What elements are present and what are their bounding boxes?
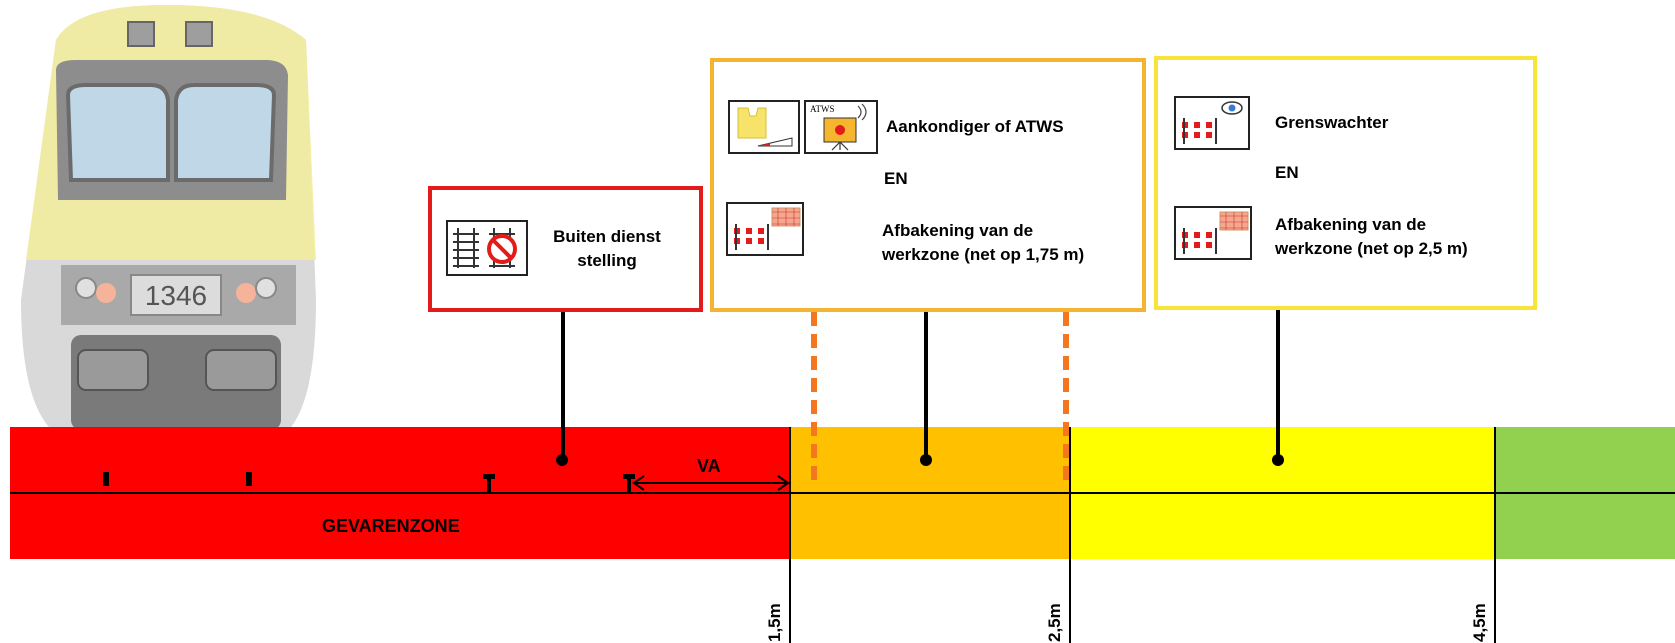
tick-2-5m: 2,5m: [1045, 603, 1064, 642]
box-yellow-label1: Grenswachter: [1275, 113, 1389, 132]
rail-marker: [487, 474, 491, 492]
boundary-line-2-5m: [1069, 427, 1071, 643]
box-buiten-dienst: Buiten dienst stelling: [428, 186, 703, 312]
box-grenswachter: Grenswachter EN Afbakening van de werkzo…: [1154, 56, 1537, 310]
zone-demarcation-icon: [1174, 206, 1252, 260]
box-orange-connector: EN: [884, 169, 908, 188]
connector-dot-yellow: [1272, 454, 1284, 466]
connector-dot-orange: [920, 454, 932, 466]
box-red-label-line2: stelling: [577, 251, 637, 270]
va-label: VA: [697, 456, 721, 476]
box-orange-label2-line1: Afbakening van de: [882, 221, 1034, 240]
border-guard-icon: [1174, 96, 1250, 150]
box-yellow-label2-line1: Afbakening van de: [1275, 215, 1427, 234]
boundary-line-4-5m: [1494, 427, 1496, 643]
danger-zone-label: GEVARENZONE: [322, 516, 460, 536]
announcer-vest-icon: [728, 100, 800, 154]
atws-icon-text: ATWS: [810, 104, 835, 114]
box-yellow-connector: EN: [1275, 163, 1299, 182]
box-aankondiger: ATWS Aankondiger of ATWS EN Afbakening v…: [710, 58, 1146, 312]
tick-4-5m: 4,5m: [1470, 603, 1489, 642]
train-number: 1346: [144, 280, 208, 311]
dashed-line-left: [811, 312, 817, 488]
train-illustration: 1346: [16, 0, 334, 478]
connector-yellow: [1276, 310, 1280, 460]
box-red-label-line1: Buiten dienst: [553, 227, 661, 246]
atws-icon: ATWS: [804, 100, 878, 154]
zone-demarcation-icon: [726, 202, 804, 256]
rail-marker: [103, 472, 109, 486]
dashed-line-right: [1063, 312, 1069, 488]
box-orange-label1: Aankondiger of ATWS: [886, 117, 1064, 136]
va-arrow: [630, 475, 792, 491]
connector-red: [561, 312, 565, 460]
box-yellow-label2-line2: werkzone (net op 2,5 m): [1275, 239, 1468, 258]
tick-1-5m: 1,5m: [765, 603, 784, 642]
box-orange-label2-line2: werkzone (net op 1,75 m): [882, 245, 1085, 264]
track-line: [10, 492, 1675, 494]
connector-dot-red: [556, 454, 568, 466]
connector-orange: [924, 312, 928, 460]
track-out-of-service-icon: [446, 220, 528, 276]
rail-marker: [246, 472, 252, 486]
rail-marker: [627, 474, 631, 492]
boundary-line-1-5m: [789, 427, 791, 643]
